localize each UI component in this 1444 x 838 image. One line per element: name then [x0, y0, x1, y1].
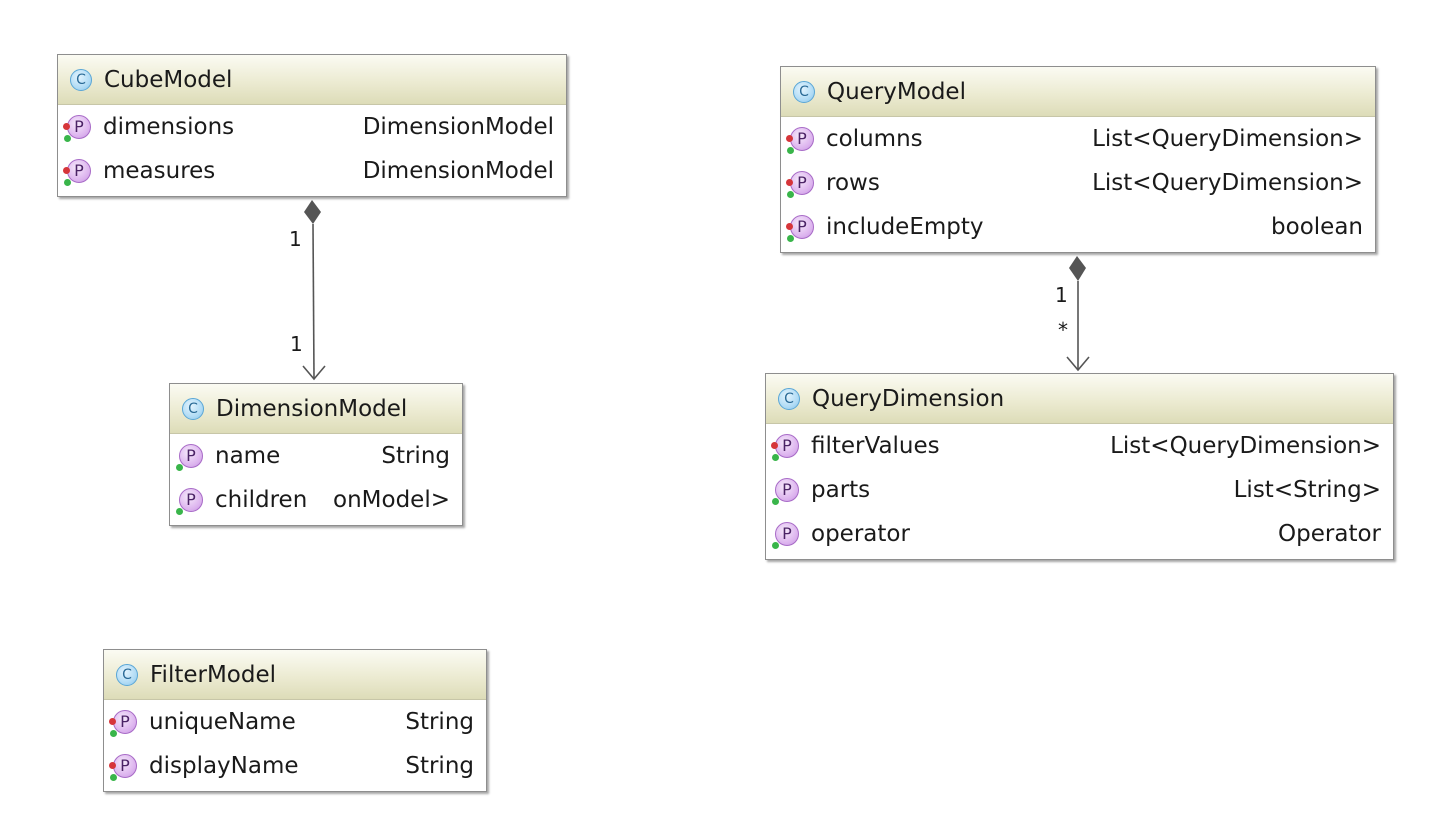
field-type: String — [405, 709, 474, 735]
field-row[interactable]: P includeEmpty boolean — [781, 205, 1375, 249]
class-icon: C — [116, 663, 138, 686]
field-name: name — [215, 443, 281, 469]
field-type: Operator — [1278, 521, 1381, 547]
field-row[interactable]: P rows List<QueryDimension> — [781, 161, 1375, 205]
class-box-filtermodel[interactable]: C FilterModel P uniqueName String P disp… — [103, 649, 487, 792]
field-row[interactable]: P operator Operator — [766, 512, 1393, 556]
class-icon: C — [778, 387, 800, 410]
class-icon: C — [793, 80, 815, 103]
field-type: String — [381, 443, 450, 469]
navigable-arrowhead-icon — [302, 365, 326, 381]
class-header: C DimensionModel — [170, 384, 462, 434]
class-icon: C — [182, 397, 204, 420]
field-row[interactable]: P filterValues List<QueryDimension> — [766, 424, 1393, 468]
field-type: DimensionModel — [362, 114, 554, 140]
class-name: QueryDimension — [812, 385, 1005, 412]
field-type: boolean — [1271, 214, 1363, 240]
field-name: filterValues — [811, 433, 940, 459]
class-header: C FilterModel — [104, 650, 486, 700]
field-type: DimensionModel — [362, 158, 554, 184]
field-row[interactable]: P uniqueName String — [104, 700, 486, 744]
property-icon: P — [772, 478, 799, 505]
field-row[interactable]: P parts List<String> — [766, 468, 1393, 512]
class-icon: C — [70, 68, 92, 91]
field-name: columns — [826, 126, 923, 152]
field-name: dimensions — [103, 114, 235, 140]
class-name: DimensionModel — [216, 395, 408, 422]
field-type: List<String> — [1233, 477, 1381, 503]
field-row[interactable]: P columns List<QueryDimension> — [781, 117, 1375, 161]
multiplicity-target-label: 1 — [290, 332, 303, 356]
field-name: measures — [103, 158, 216, 184]
class-header: C QueryDimension — [766, 374, 1393, 424]
navigable-arrowhead-icon — [1066, 356, 1090, 372]
property-icon: P — [771, 434, 799, 461]
field-name: displayName — [149, 753, 299, 779]
composition-diamond-icon — [1069, 256, 1086, 281]
field-row[interactable]: P dimensions DimensionModel — [58, 105, 566, 149]
field-name: rows — [826, 170, 880, 196]
field-type: String — [405, 753, 474, 779]
field-row[interactable]: P measures DimensionModel — [58, 149, 566, 193]
field-type: onModel> — [333, 487, 450, 513]
field-name: children — [215, 487, 308, 513]
property-icon: P — [176, 488, 203, 515]
field-type: List<QueryDimension> — [1092, 170, 1363, 196]
query-qdim-composition — [1066, 256, 1090, 372]
field-row[interactable]: P children onModel> — [170, 478, 462, 522]
class-header: C CubeModel — [58, 55, 566, 105]
property-icon: P — [63, 159, 91, 186]
property-icon: P — [63, 115, 91, 142]
class-box-dimensionmodel[interactable]: C DimensionModel P name String P childre… — [169, 383, 463, 526]
property-icon: P — [786, 127, 814, 154]
class-box-querymodel[interactable]: C QueryModel P columns List<QueryDimensi… — [780, 66, 1376, 253]
class-name: QueryModel — [827, 78, 966, 105]
field-name: includeEmpty — [826, 214, 984, 240]
class-name: FilterModel — [150, 661, 277, 688]
multiplicity-target-label: * — [1058, 318, 1068, 342]
field-row[interactable]: P name String — [170, 434, 462, 478]
property-icon: P — [109, 710, 137, 737]
field-name: operator — [811, 521, 910, 547]
property-icon: P — [772, 522, 799, 549]
multiplicity-source-label: 1 — [289, 227, 302, 251]
field-row[interactable]: P displayName String — [104, 744, 486, 788]
class-header: C QueryModel — [781, 67, 1375, 117]
field-name: parts — [811, 477, 871, 503]
field-type: List<QueryDimension> — [1110, 433, 1381, 459]
composition-diamond-icon — [304, 200, 321, 224]
class-box-querydimension[interactable]: C QueryDimension P filterValues List<Que… — [765, 373, 1394, 560]
property-icon: P — [786, 215, 814, 242]
class-name: CubeModel — [104, 66, 233, 93]
field-name: uniqueName — [149, 709, 296, 735]
property-icon: P — [176, 444, 203, 471]
property-icon: P — [786, 171, 814, 198]
multiplicity-source-label: 1 — [1055, 283, 1068, 307]
class-box-cubemodel[interactable]: C CubeModel P dimensions DimensionModel … — [57, 54, 567, 197]
field-type: List<QueryDimension> — [1092, 126, 1363, 152]
cube-dimension-composition — [302, 200, 326, 381]
property-icon: P — [109, 754, 137, 781]
